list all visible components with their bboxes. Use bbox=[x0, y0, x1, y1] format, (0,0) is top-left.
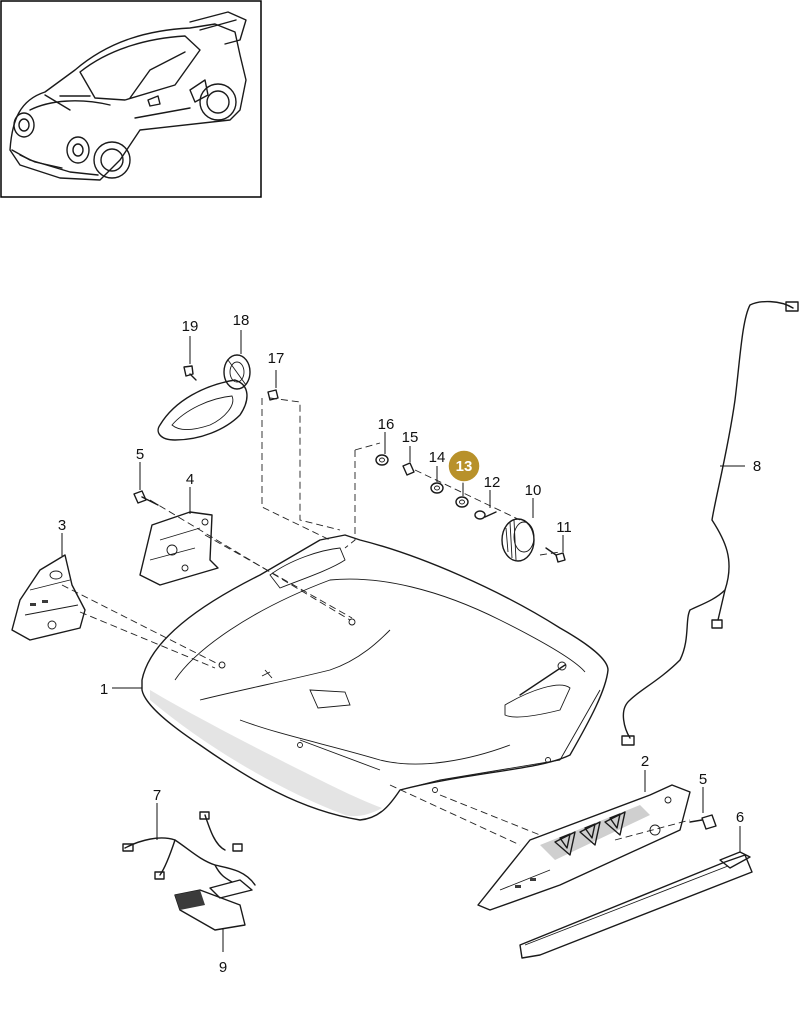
car-thumbnail bbox=[0, 0, 262, 198]
wiring-harness-7[interactable] bbox=[122, 811, 256, 886]
highlight-badge[interactable] bbox=[447, 449, 481, 483]
bracket-center-left[interactable] bbox=[139, 511, 219, 586]
bolt-17[interactable] bbox=[267, 389, 279, 401]
washer-16[interactable] bbox=[375, 454, 389, 466]
screw-11[interactable] bbox=[545, 547, 566, 563]
switch-9[interactable] bbox=[174, 879, 253, 931]
car-coupe-icon bbox=[9, 11, 247, 181]
callout-18[interactable]: 18 bbox=[233, 312, 250, 329]
callout-16[interactable]: 16 bbox=[378, 416, 395, 433]
belt-guide-trim[interactable] bbox=[157, 354, 251, 441]
callout-2[interactable]: 2 bbox=[641, 753, 649, 770]
callout-15[interactable]: 15 bbox=[402, 429, 419, 446]
bolt-19[interactable] bbox=[183, 365, 197, 381]
callout-8[interactable]: 8 bbox=[753, 458, 761, 475]
bracket-front-left[interactable] bbox=[11, 554, 86, 641]
callout-1[interactable]: 1 bbox=[100, 681, 108, 698]
washer-13[interactable] bbox=[455, 496, 469, 508]
callout-3[interactable]: 3 bbox=[58, 517, 66, 534]
callout-19[interactable]: 19 bbox=[182, 318, 199, 335]
callout-labels: 1 2 3 4 5 5 6 7 8 9 10 11 12 13 14 15 16… bbox=[58, 312, 761, 976]
callout-6[interactable]: 6 bbox=[736, 809, 744, 826]
trim-strip-6[interactable] bbox=[519, 851, 753, 959]
callout-11[interactable]: 11 bbox=[556, 519, 572, 536]
washer-14[interactable] bbox=[430, 482, 444, 494]
seat-cushion-shell[interactable] bbox=[141, 534, 609, 821]
seat-rail-bracket-right[interactable] bbox=[477, 784, 691, 911]
screw-12[interactable] bbox=[474, 510, 497, 520]
callout-10[interactable]: 10 bbox=[525, 482, 542, 499]
callout-5-right[interactable]: 5 bbox=[699, 771, 707, 788]
spacer-15[interactable] bbox=[402, 462, 415, 476]
callout-5-left[interactable]: 5 bbox=[136, 446, 144, 463]
callout-12[interactable]: 12 bbox=[484, 474, 501, 491]
callout-9[interactable]: 9 bbox=[219, 959, 227, 976]
callout-14[interactable]: 14 bbox=[429, 449, 446, 466]
bolt-5-left[interactable] bbox=[133, 490, 159, 506]
callout-17[interactable]: 17 bbox=[268, 350, 285, 367]
bolt-5-right[interactable] bbox=[689, 814, 717, 830]
callout-4[interactable]: 4 bbox=[186, 471, 194, 488]
assembly-guides bbox=[61, 397, 691, 846]
adjuster-knob[interactable] bbox=[501, 518, 535, 562]
wiring-harness-8[interactable] bbox=[621, 300, 799, 746]
leader-lines bbox=[61, 330, 745, 952]
callout-7[interactable]: 7 bbox=[153, 787, 161, 804]
callout-13[interactable]: 13 bbox=[456, 458, 473, 475]
callout-13-highlight[interactable]: 13 bbox=[447, 449, 481, 483]
